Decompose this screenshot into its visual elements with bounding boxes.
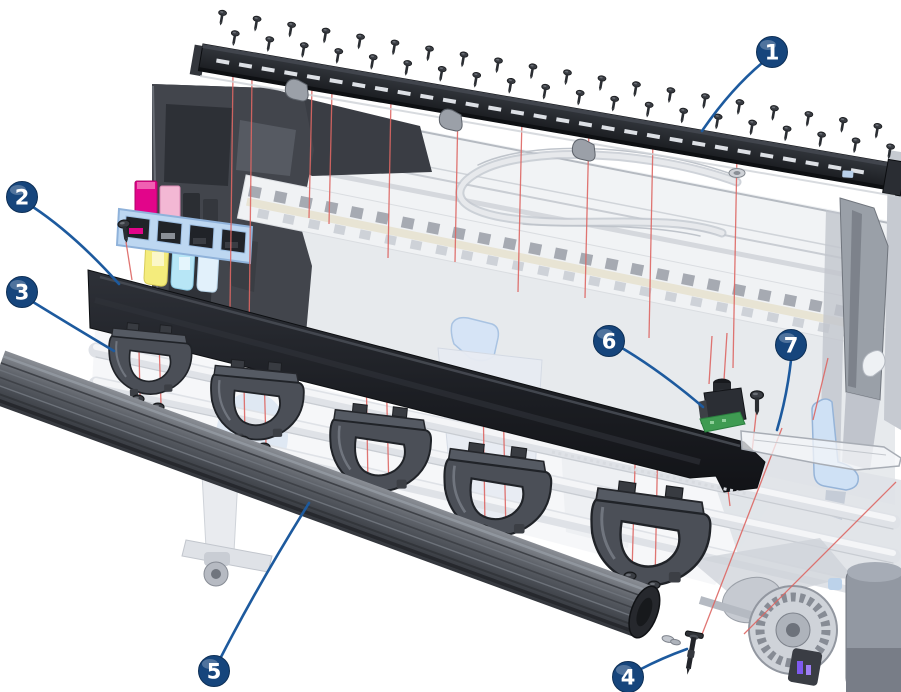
entry-platen-rail [189,9,901,197]
callouts: 1 2 3 4 5 6 7 [6,36,807,692]
callout-3-label: 3 [15,280,30,304]
callout-2: 2 [6,181,38,213]
rail-label-sticker [842,170,854,178]
callout-4: 4 [612,661,644,692]
callout-7: 7 [775,329,807,361]
roller-latch-pin [684,630,704,675]
callout-6-label: 6 [602,329,617,353]
callout-7-label: 7 [784,333,799,357]
media-input-roller [0,350,661,639]
mounting-clips [284,78,596,162]
sensor-bracket [740,430,901,471]
encoder-serration [551,450,749,496]
callout-6: 6 [593,325,625,357]
latch-clip [661,635,681,646]
spindle-blue-cap [828,578,842,590]
media-sensor [698,378,747,433]
carriage-rod-glint [199,75,896,197]
media-guide-funnel [450,316,500,362]
callout-1-label: 1 [765,40,780,64]
callout-4-label: 4 [621,665,636,689]
status-led [806,665,811,675]
callout-1: 1 [756,36,788,68]
frame-hook [862,350,886,377]
washer [728,168,746,178]
drive-motor [787,562,901,692]
status-led [797,661,803,674]
ink-tubes-bundle [455,147,742,238]
callout-5: 5 [198,655,230,687]
callout-5-label: 5 [207,659,222,683]
callout-2-label: 2 [15,185,30,209]
callout-3: 3 [6,276,38,308]
